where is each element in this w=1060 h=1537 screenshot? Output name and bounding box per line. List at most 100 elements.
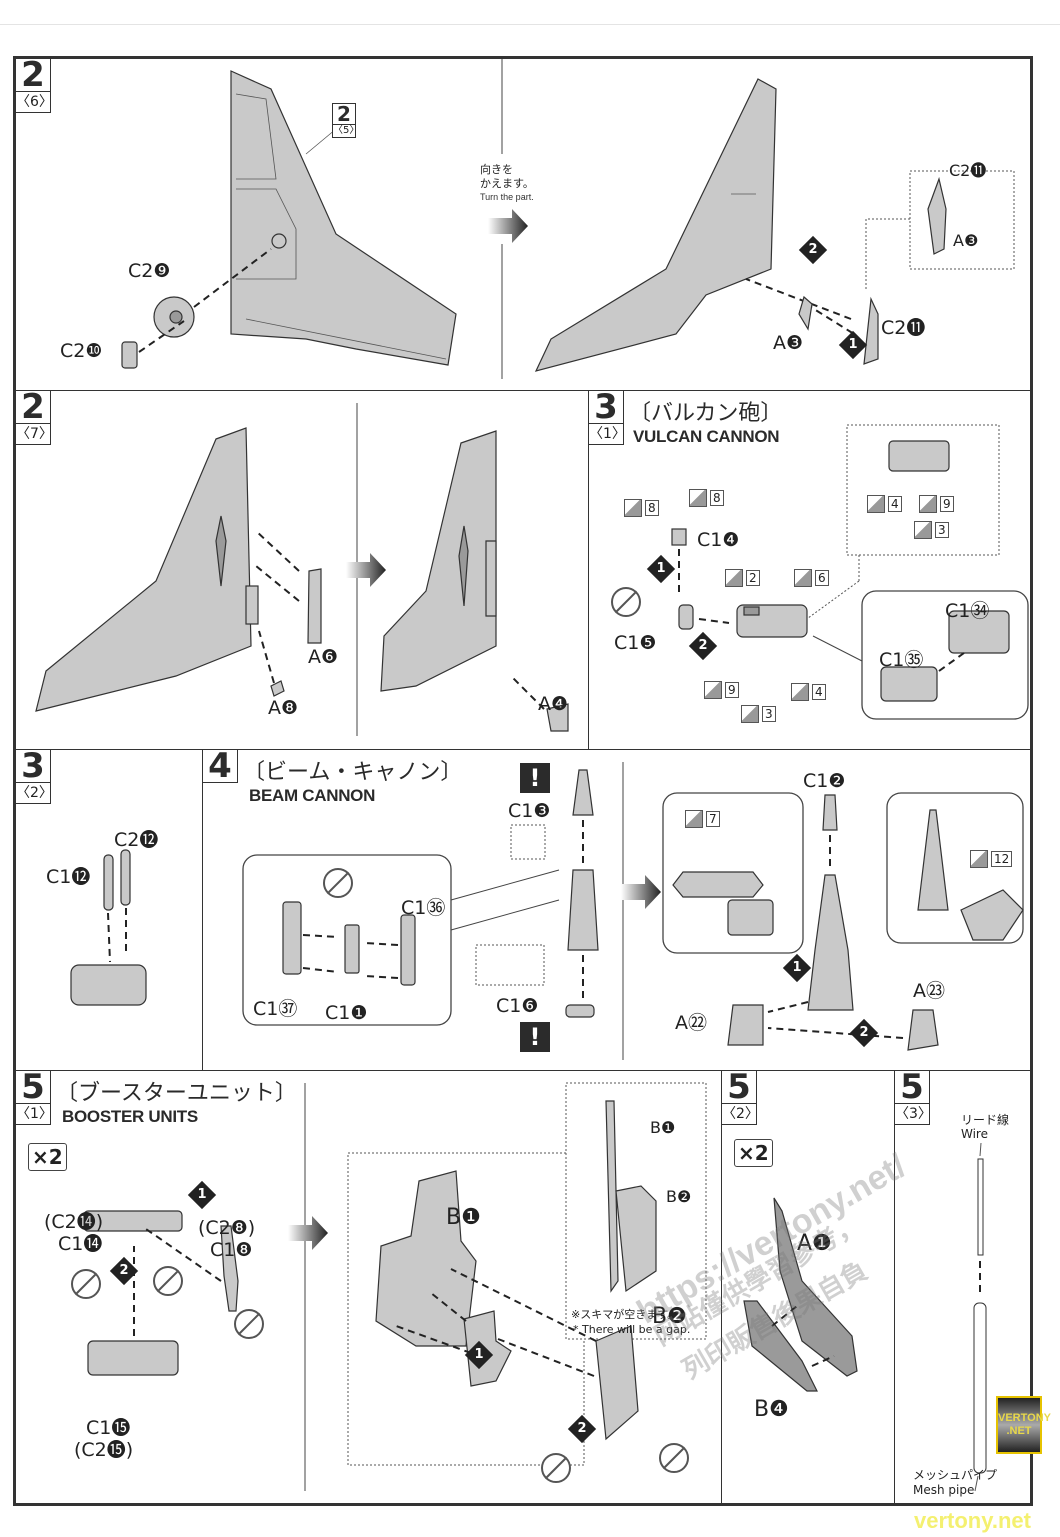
sticker-callout: 6 xyxy=(794,569,829,587)
part-label-c1-34: C1㉞ xyxy=(945,600,990,622)
part-label-a8: A❽ xyxy=(268,697,299,719)
sub-step-number: 〈1〉 xyxy=(589,426,626,442)
page-top-rule xyxy=(0,24,1060,25)
order-marker-2: 2 xyxy=(798,235,828,265)
no-glue-icon xyxy=(659,1443,689,1473)
detail-part-label-c2-11: C2⓫ xyxy=(949,161,987,180)
sticker-callout: 3 xyxy=(741,705,776,723)
part-label-c1-8: C1❽ xyxy=(210,1239,253,1261)
order-marker-1: 1 xyxy=(187,1180,217,1210)
step-5-1-panel: 5 〈1〉 〔ブースターユニット〕 BOOSTER UNITS ×2 xyxy=(15,1070,722,1504)
section-title-en: VULCAN CANNON xyxy=(633,427,780,446)
step-number: 4 xyxy=(208,749,232,786)
wire-mesh-illustration xyxy=(973,1142,987,1492)
next-arrow-icon xyxy=(621,875,661,909)
part-label-c1-3: C1❸ xyxy=(508,800,551,822)
turn-part-en: Turn the part. xyxy=(480,192,534,202)
sticker-callout: 8 xyxy=(689,489,724,507)
step-4-panel: 4 〔ビーム・キャノン〕 BEAM CANNON xyxy=(202,749,1031,1071)
gap-note-en: * There will be a gap. xyxy=(573,1323,691,1336)
part-label-c1-36: C1㊱ xyxy=(401,897,446,919)
quantity-badge: ×2 xyxy=(28,1143,67,1171)
order-marker-1: 1 xyxy=(782,953,812,983)
part-label-c2-8: (C2❽) xyxy=(198,1217,256,1239)
next-arrow-icon xyxy=(288,1216,328,1250)
sub-step-number: 〈2〉 xyxy=(722,1106,759,1122)
step-3-1-panel: 3 〈1〉 〔バルカン砲〕 VULCAN CANNON 1 2 C1❹ C1❺ … xyxy=(588,390,1031,750)
step-number: 5 xyxy=(895,1071,929,1104)
part-label-b4: B❹ xyxy=(754,1397,789,1422)
part-label-c1-1: C1❶ xyxy=(325,1002,368,1024)
sub-step-number: 〈3〉 xyxy=(895,1106,932,1122)
part-label-c2-10: C2❿ xyxy=(60,340,103,362)
part-label-a23: A㉓ xyxy=(913,980,945,1002)
section-title-en: BEAM CANNON xyxy=(249,786,376,805)
step-number-box: 5 〈1〉 xyxy=(16,1071,53,1125)
no-glue-icon xyxy=(71,1269,101,1299)
step-number: 5 xyxy=(16,1071,50,1104)
turn-part-jp-2: かえます。 xyxy=(480,177,534,190)
order-marker-2: 2 xyxy=(849,1018,879,1048)
step-number-box: 4 xyxy=(203,750,238,783)
part-label-c1-37: C1㊲ xyxy=(253,998,298,1020)
detail-part-label-a3: A❸ xyxy=(953,231,979,250)
sub-step-number: 〈1〉 xyxy=(16,1106,53,1122)
part-label-c1-2: C1❷ xyxy=(803,770,846,792)
detail-label-b1: B❶ xyxy=(650,1118,676,1137)
mesh-pipe-label-jp: メッシュパイプ xyxy=(913,1468,998,1482)
part-label-c1-15: C1⓯ xyxy=(86,1417,131,1439)
step-number: 3 xyxy=(589,391,623,424)
section-title-jp: 〔ビーム・キャノン〕 xyxy=(243,760,463,785)
sticker-callout: 4 xyxy=(791,683,826,701)
order-marker-1: 1 xyxy=(464,1340,494,1370)
instruction-sheet: 2 〈6〉 xyxy=(13,56,1033,1506)
gap-note-jp: ※スキマが空きます。 xyxy=(571,1308,679,1321)
step-number-box: 5 〈2〉 xyxy=(722,1071,759,1125)
step-number-box: 2 〈6〉 xyxy=(16,59,53,113)
no-glue-icon xyxy=(323,868,353,898)
part-label-c1-4: C1❹ xyxy=(697,529,740,551)
part-label-c1-6: C1❻ xyxy=(496,995,539,1017)
reference-step-number: 2 xyxy=(333,104,355,125)
booster-unit-illustration xyxy=(83,1082,707,1491)
sticker-callout: 3 xyxy=(914,521,949,539)
wire-label-en: Wire xyxy=(961,1127,988,1141)
wire-label-jp: リード線 xyxy=(961,1113,1010,1127)
next-arrow-icon xyxy=(488,209,528,243)
beam-cannon-illustration xyxy=(242,762,1024,1060)
order-marker-2: 2 xyxy=(109,1256,139,1286)
vulcan-barrels-illustration xyxy=(70,849,147,1006)
vertony-logo-badge: VERTONY .NET xyxy=(996,1396,1051,1454)
section-title-jp: 〔バルカン砲〕 xyxy=(629,401,783,426)
sub-step-number: 〈6〉 xyxy=(16,94,53,110)
order-marker-2: 2 xyxy=(567,1414,597,1444)
step-number: 5 xyxy=(722,1071,756,1104)
step-number-box: 3 〈2〉 xyxy=(16,750,53,804)
step-number: 2 xyxy=(16,59,50,92)
footer-watermark: vertony.net xyxy=(914,1508,1031,1533)
part-label-c2-9: C2❾ xyxy=(128,260,171,282)
sticker-callout: 8 xyxy=(624,499,659,517)
part-label-c2-15: (C2⓯) xyxy=(74,1439,134,1461)
sticker-callout: 2 xyxy=(725,569,760,587)
turn-part-jp-1: 向きを xyxy=(480,163,513,176)
part-label-b2: B❷ xyxy=(652,1304,687,1329)
part-label-b1: B❶ xyxy=(446,1205,481,1230)
order-marker-1: 1 xyxy=(838,330,868,360)
section-title-en: BOOSTER UNITS xyxy=(62,1107,198,1126)
order-marker-2: 2 xyxy=(688,631,718,661)
sub-step-number: 〈2〉 xyxy=(16,785,53,801)
part-label-a6: A❻ xyxy=(308,646,339,668)
step-5-2-panel: 5 〈2〉 ×2 A❶ B❹ xyxy=(721,1070,895,1504)
step-number-box: 5 〈3〉 xyxy=(895,1071,932,1125)
vulcan-cannon-illustration xyxy=(671,424,1029,720)
reference-sub-step: 〈5〉 xyxy=(333,125,360,136)
step-2-7-panel: 2 〈7〉 A❻ A❽ A❹ xyxy=(15,390,589,750)
step-number: 2 xyxy=(16,391,50,424)
part-label-a1: A❶ xyxy=(797,1231,832,1256)
step-5-3-panel: 5 〈3〉 リード線 Wire メッシュパイプ Mesh pipe xyxy=(894,1070,1031,1504)
part-label-c2-14: (C2⓮) xyxy=(44,1211,104,1233)
part-label-c1-5: C1❺ xyxy=(614,632,657,654)
part-label-c1-12: C1⓬ xyxy=(46,866,91,888)
next-arrow-icon xyxy=(346,553,386,587)
